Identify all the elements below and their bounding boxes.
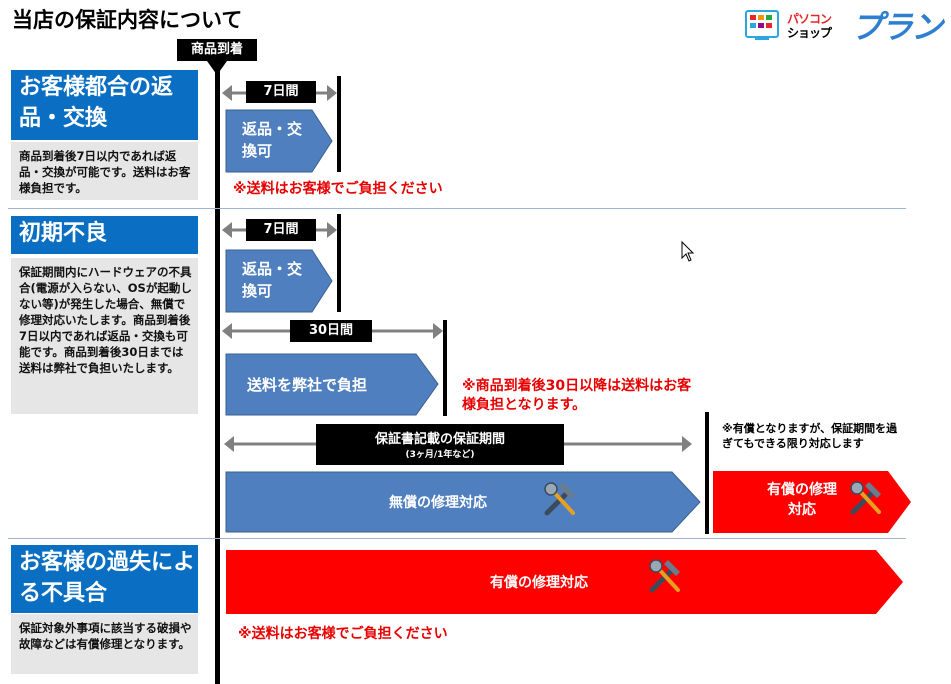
label-7days: 7日間 — [246, 81, 316, 103]
paid-repair-text-short: 有償の修理対応 — [767, 482, 837, 518]
shipping-company-text: 送料を弊社で負担 — [247, 376, 368, 394]
section-description-customer-fault: 保証対象外事項に該当する破損や故障などは有償修理となります。 — [11, 614, 198, 674]
wrench-hammer-icon — [850, 481, 881, 515]
note-after-30days: ※商品到着後30日以降は送料はお客様負担となります。 — [462, 378, 692, 413]
logo-text-pc: パソコン — [787, 12, 832, 26]
arrival-marker-icon — [207, 61, 227, 75]
label-warranty-period-box: 保証書記載の保証期間 (3ヶ月/1年など) — [316, 424, 564, 465]
label-warranty-period-sub: (3ヶ月/1年など) — [405, 450, 475, 460]
label-warranty-period: 保証書記載の保証期間 — [374, 432, 505, 447]
free-repair-text: 無償の修理対応 — [389, 495, 487, 511]
period-end-bar-7days-2 — [337, 214, 341, 312]
section-heading-initial-defect: 初期不良 — [11, 216, 198, 254]
shipping-company-arrow — [225, 353, 439, 416]
section-divider — [8, 208, 906, 209]
logo-text-shop: ショップ — [787, 26, 832, 40]
logo-brand: プラン — [851, 8, 943, 46]
arrival-label: 商品到着 — [177, 39, 257, 61]
return-exchange-text-2: 返品・交換可 — [242, 260, 303, 300]
note-customer-shipping: ※送料はお客様でご負担ください — [233, 181, 443, 197]
paid-repair-arrow-long — [226, 550, 903, 614]
wrench-hammer-icon — [544, 482, 575, 516]
section-description-initial-defect: 保証期間内にハードウェアの不具合(電源が入らない、OSが起動しない等)が発生した… — [11, 258, 198, 414]
section-description-customer-return: 商品到着後7日以内であれば返品・交換が可能です。送料はお客様負担です。 — [11, 142, 198, 200]
monitor-logo-icon — [745, 10, 779, 38]
wrench-hammer-icon — [649, 559, 680, 593]
label-7days-2: 7日間 — [246, 219, 316, 241]
note-paid-repair: ※有償となりますが、保証期間を過ぎてもできる限り対応します — [722, 422, 898, 450]
period-end-bar-7days — [337, 76, 341, 172]
mouse-cursor-icon — [681, 240, 695, 262]
arrival-timeline-line — [215, 58, 220, 684]
shop-logo: パソコン ショップ プラン — [743, 8, 943, 46]
return-exchange-text: 返品・交換可 — [242, 120, 303, 160]
page-title: 当店の保証内容について — [12, 8, 243, 32]
label-30days: 30日間 — [290, 320, 372, 342]
paid-repair-text-long: 有償の修理対応 — [490, 575, 588, 591]
return-exchange-arrow-1 — [225, 109, 333, 173]
section-heading-customer-return: お客様都合の返品・交換 — [11, 70, 198, 140]
return-exchange-arrow-2 — [225, 249, 333, 313]
free-repair-arrow — [225, 471, 701, 533]
section-divider — [8, 538, 906, 539]
period-end-bar-warranty — [705, 412, 709, 534]
period-end-bar-30days — [443, 320, 447, 416]
note-customer-shipping-2: ※送料はお客様でご負担ください — [238, 626, 448, 642]
section-heading-customer-fault: お客様の過失による不具合 — [11, 545, 198, 613]
